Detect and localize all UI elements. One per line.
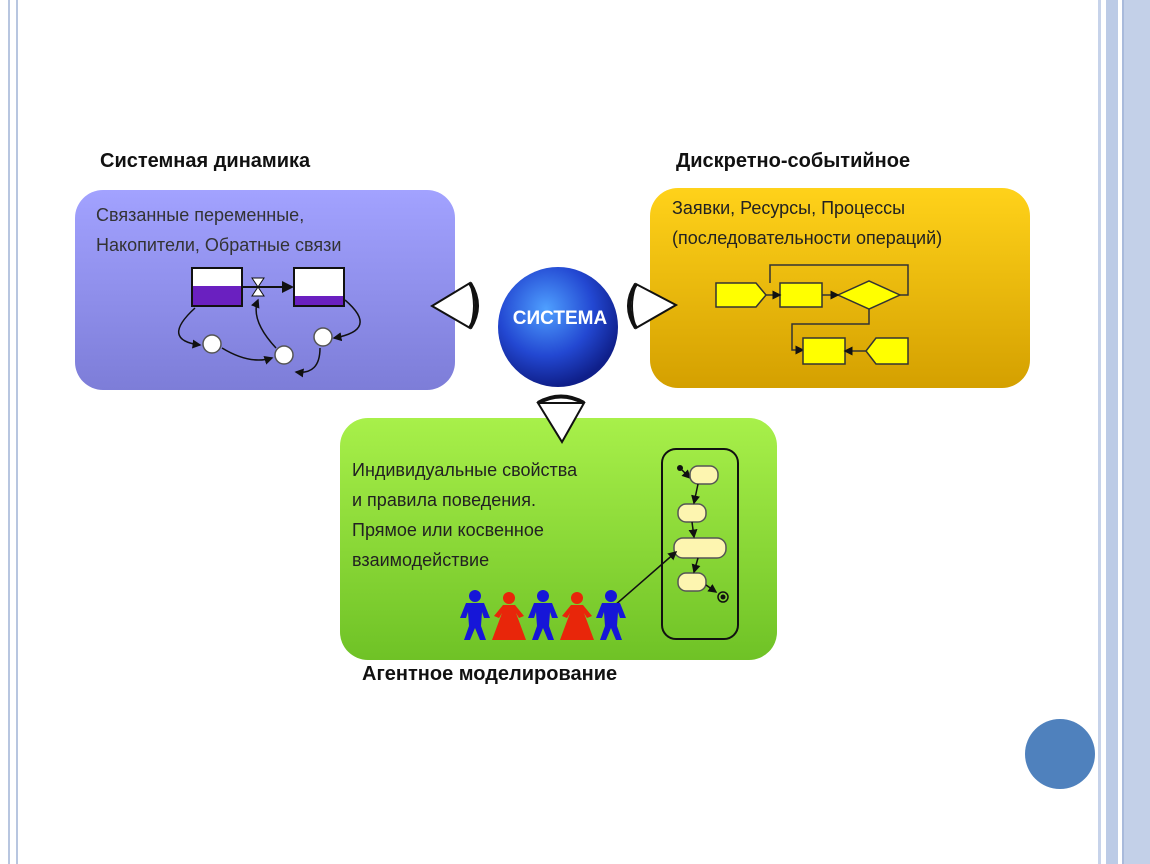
- system-dynamics-title: Системная динамика: [100, 150, 311, 172]
- agent-based-text: Индивидуальные свойства и правила поведе…: [352, 460, 578, 570]
- system-label: СИСТЕМА: [512, 308, 608, 329]
- slide-decoration-dot: [1025, 719, 1095, 789]
- system-dynamics-text: Связанные переменные, Накопители, Обратн…: [96, 205, 342, 255]
- process-flow-diagram: [715, 264, 909, 365]
- stock-flow-diagram: [177, 267, 361, 378]
- left-border: [8, 0, 18, 864]
- statechart-diagram: [613, 448, 739, 640]
- discrete-event-title: Дискретно-событийное: [676, 150, 911, 172]
- eye-icon-right: [627, 282, 679, 330]
- right-border: [1098, 0, 1150, 864]
- system-sphere: [498, 267, 618, 387]
- eye-icon-bottom: [536, 394, 586, 444]
- agent-figures: [460, 590, 626, 640]
- eye-icon-left: [430, 281, 479, 330]
- agent-based-title: Агентное моделирование: [362, 663, 618, 685]
- discrete-event-text: Заявки, Ресурсы, Процессы (последователь…: [672, 198, 943, 248]
